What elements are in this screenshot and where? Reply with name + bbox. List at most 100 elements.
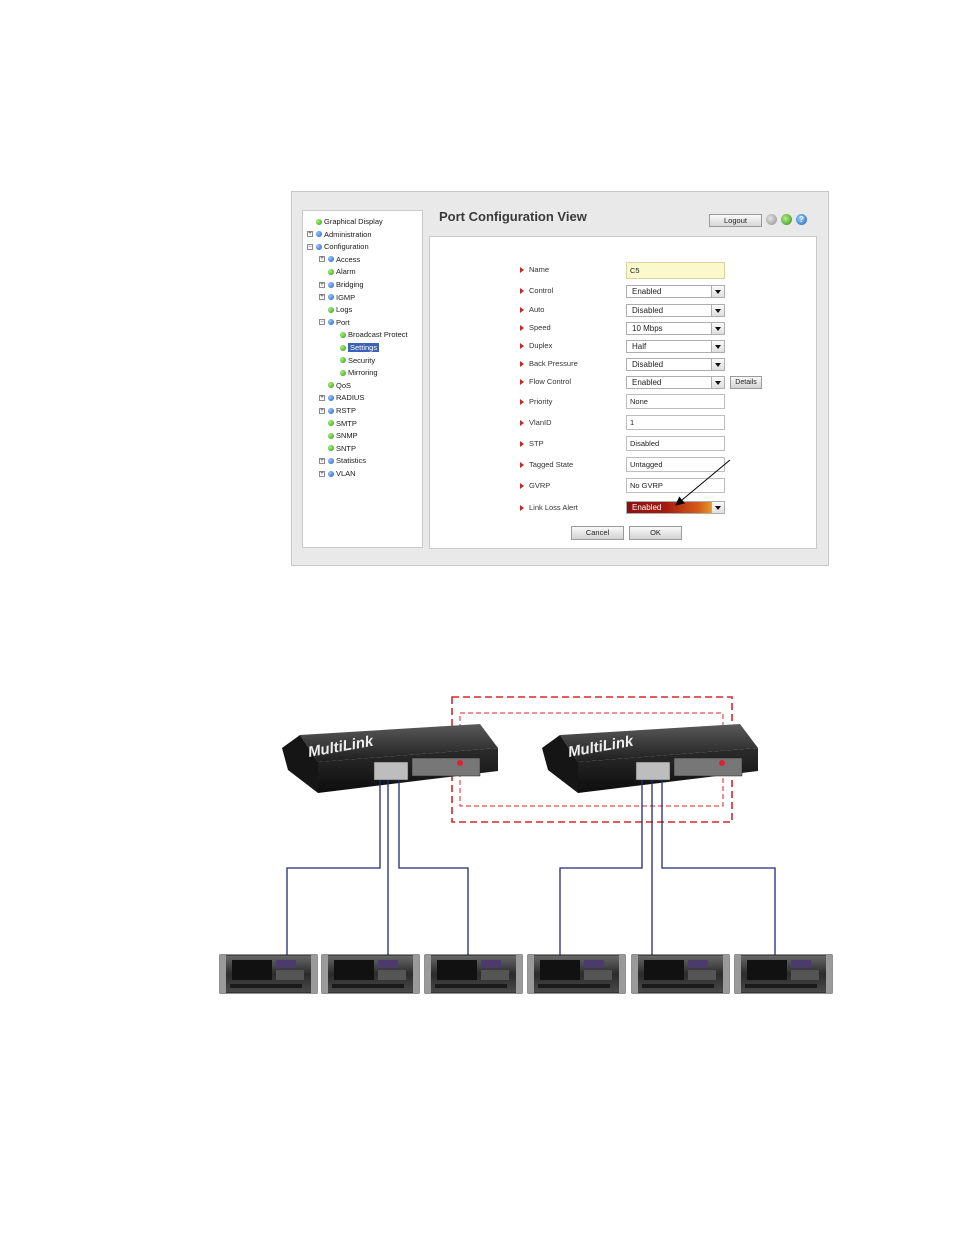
relay-group (219, 954, 833, 994)
protection-relay (734, 954, 833, 994)
gvrp-input[interactable]: No GVRP (626, 478, 725, 493)
tree-node-icon (340, 331, 346, 338)
ok-button[interactable]: OK (629, 526, 682, 540)
tagged-input[interactable]: Untagged (626, 457, 725, 472)
linkloss-label: Link Loss Alert (529, 503, 578, 512)
tree-node-icon (328, 294, 334, 301)
tree-item-logs[interactable]: Logs (336, 305, 353, 315)
duplex-label: Duplex (529, 341, 553, 350)
ethernet-cables (286, 780, 776, 955)
tree-item-statistics[interactable]: Statistics (336, 456, 367, 466)
name-input[interactable]: C5 (626, 262, 725, 279)
tree-item-access[interactable]: Access (336, 254, 361, 264)
stp-input[interactable]: Disabled (626, 436, 725, 451)
control-select-value: Enabled (632, 287, 662, 296)
collapse-icon[interactable]: − (307, 243, 313, 250)
bullet-arrow-icon (520, 325, 524, 331)
expand-icon[interactable]: + (319, 457, 325, 464)
protection-relay (219, 954, 318, 994)
chevron-down-icon[interactable] (711, 305, 724, 316)
duplex-select[interactable]: Half (626, 340, 725, 353)
gvrp-label: GVRP (529, 481, 551, 490)
tree-node-icon (328, 306, 334, 313)
tree-item-graphical-display[interactable]: Graphical Display (324, 217, 383, 226)
bullet-arrow-icon (520, 288, 524, 294)
expand-icon[interactable]: + (319, 281, 325, 288)
tree-item-mirroring[interactable]: Mirroring (348, 368, 378, 378)
chevron-down-icon[interactable] (711, 341, 724, 352)
stp-label: STP (529, 439, 544, 448)
speed-select-value: 10 Mbps (632, 324, 663, 333)
printer-icon[interactable] (766, 214, 777, 225)
tree-node-icon (328, 457, 334, 464)
tree-item-settings[interactable]: Settings (348, 343, 380, 352)
tree-node-icon (328, 445, 334, 452)
tree-item-sntp[interactable]: SNTP (336, 443, 357, 453)
vlanid-input[interactable]: 1 (626, 415, 725, 430)
bullet-arrow-icon (520, 483, 524, 489)
chevron-down-icon[interactable] (711, 286, 724, 297)
expand-icon[interactable]: + (319, 470, 325, 477)
expand-icon[interactable]: + (319, 407, 325, 414)
tree-item-vlan[interactable]: VLAN (336, 469, 356, 478)
chevron-down-icon[interactable] (711, 359, 724, 370)
tree-node-icon (328, 256, 334, 263)
auto-select[interactable]: Disabled (626, 304, 725, 317)
protection-relay (424, 954, 523, 994)
tree-node-icon (328, 382, 334, 389)
bullet-arrow-icon (520, 420, 524, 426)
expand-icon[interactable]: + (307, 231, 313, 238)
tree-node-icon (316, 243, 322, 250)
tree-item-configuration[interactable]: Configuration (324, 242, 369, 252)
control-select[interactable]: Enabled (626, 285, 725, 298)
speed-select[interactable]: 10 Mbps (626, 322, 725, 335)
flowcontrol-select-value: Enabled (632, 378, 662, 387)
cancel-button[interactable]: Cancel (571, 526, 624, 540)
auto-label: Auto (529, 305, 545, 314)
tree-item-igmp[interactable]: IGMP (336, 292, 356, 302)
tree-item-smtp[interactable]: SMTP (336, 418, 357, 428)
bullet-arrow-icon (520, 343, 524, 349)
backpressure-select-value: Disabled (632, 360, 664, 369)
chevron-down-icon[interactable] (711, 323, 724, 334)
flowcontrol-select[interactable]: Enabled (626, 376, 725, 389)
tree-node-icon (328, 319, 334, 326)
linkloss-select-value: Enabled (632, 503, 662, 512)
tree-item-alarm[interactable]: Alarm (336, 267, 356, 277)
tree-item-qos[interactable]: QoS (336, 380, 352, 390)
bullet-arrow-icon (520, 462, 524, 468)
port-config-form: Name C5 Control Enabled Auto Disabled Sp… (429, 236, 817, 549)
collapse-icon[interactable]: − (319, 319, 325, 326)
tree-item-snmp[interactable]: SNMP (336, 431, 358, 441)
backpressure-select[interactable]: Disabled (626, 358, 725, 371)
chevron-down-icon[interactable] (711, 502, 724, 513)
bullet-arrow-icon (520, 267, 524, 273)
tree-node-icon (316, 231, 322, 238)
tree-item-broadcast-protect[interactable]: Broadcast Protect (348, 330, 408, 340)
refresh-icon[interactable] (781, 214, 792, 225)
tree-node-icon (328, 407, 334, 414)
tree-item-radius[interactable]: RADIUS (336, 393, 365, 403)
priority-label: Priority (529, 397, 553, 406)
details-button[interactable]: Details (730, 376, 762, 389)
expand-icon[interactable]: + (319, 294, 325, 301)
tree-item-administration[interactable]: Administration (324, 229, 372, 239)
port-config-screenshot: Graphical Display + Administration − Configu… (291, 191, 829, 566)
tree-item-bridging[interactable]: Bridging (336, 280, 364, 289)
chevron-down-icon[interactable] (711, 377, 724, 388)
flowcontrol-label: Flow Control (529, 377, 572, 386)
tree-item-port[interactable]: Port (336, 317, 350, 327)
tree-item-security[interactable]: Security (348, 355, 376, 365)
tree-item-rstp[interactable]: RSTP (336, 406, 357, 415)
bullet-arrow-icon (520, 307, 524, 313)
tagged-label: Tagged State (529, 460, 574, 469)
expand-icon[interactable]: + (319, 256, 325, 263)
logout-button[interactable]: Logout (709, 214, 762, 227)
help-icon[interactable]: ? (796, 214, 807, 225)
expand-icon[interactable]: + (319, 394, 325, 401)
priority-input[interactable]: None (626, 394, 725, 409)
callout-arrow (675, 459, 731, 506)
tree-node-icon (328, 268, 334, 275)
tree-node-icon (328, 394, 334, 401)
